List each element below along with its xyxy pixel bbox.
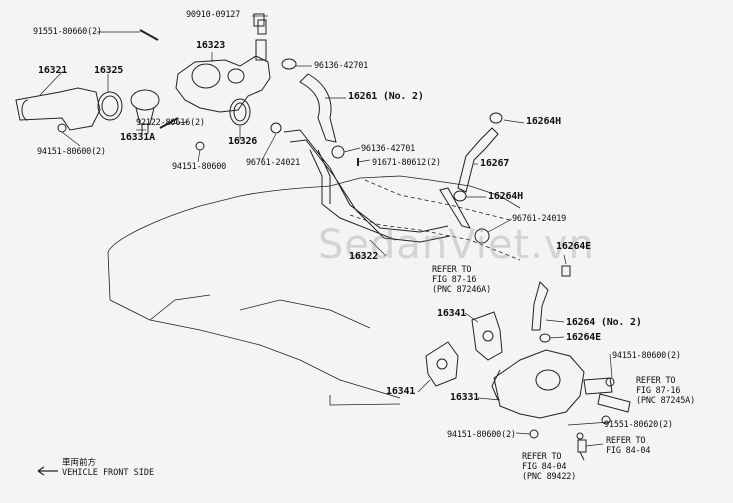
bolt-94151a: [57, 123, 67, 133]
pipe-branch: [439, 187, 471, 229]
part-label[interactable]: 91551-80620(2): [604, 420, 673, 430]
bolt-94151c: [605, 377, 615, 387]
engine-dashes: [349, 179, 521, 261]
clip-96136a: [281, 58, 297, 70]
part-label[interactable]: 16331: [450, 392, 480, 403]
clip-16264h2: [453, 190, 467, 202]
part-label[interactable]: 96761-24021: [246, 158, 301, 168]
outlet-pipe: [583, 377, 631, 413]
stud-92122: [159, 117, 179, 129]
part-label[interactable]: 91551-80660(2): [33, 27, 102, 37]
water-housing-16331: [491, 349, 585, 419]
thermostat: [130, 89, 160, 111]
engine-outline: [107, 175, 521, 406]
part-label[interactable]: 91671-80612(2): [372, 158, 441, 168]
housing-neck: [255, 19, 267, 61]
bolt-91551a: [139, 29, 159, 41]
part-label[interactable]: 16341: [386, 386, 416, 397]
part-label[interactable]: 16264 (No. 2): [566, 317, 642, 328]
oring-96761a: [270, 122, 282, 134]
clip-16264e1: [561, 265, 571, 277]
part-label[interactable]: 90910-09127: [186, 10, 241, 20]
part-label[interactable]: 94151-80600(2): [37, 147, 106, 157]
part-label[interactable]: 16264E: [556, 241, 591, 252]
part-label[interactable]: 16323: [196, 40, 226, 51]
clip-16264e2: [539, 333, 551, 343]
part-label[interactable]: 16331A: [120, 132, 155, 143]
vehicle-front-label: 車両前方 VEHICLE FRONT SIDE: [30, 458, 154, 478]
watermark: SedanViet.vn: [318, 222, 595, 268]
clip-16264h1: [489, 112, 503, 124]
part-label[interactable]: 94151-80600(2): [447, 430, 516, 440]
part-label[interactable]: 94151-80600(2): [612, 351, 681, 361]
bolt-94151d: [529, 429, 539, 439]
part-label[interactable]: 16341: [437, 308, 467, 319]
part-label[interactable]: 92122-80616(2): [136, 118, 205, 128]
part-label[interactable]: 16261 (No. 2): [348, 91, 424, 102]
part-label[interactable]: 16267: [480, 158, 510, 169]
front-arrow: [37, 466, 58, 476]
gasket-16341b: [425, 341, 459, 387]
part-label[interactable]: 16321: [38, 65, 68, 76]
oring-96761b: [474, 228, 490, 244]
sensor-89422: [577, 439, 587, 461]
gasket-16341a: [471, 311, 503, 361]
part-label[interactable]: 16264H: [526, 116, 561, 127]
part-label[interactable]: 96136-42701: [361, 144, 416, 154]
part-label[interactable]: 16325: [94, 65, 124, 76]
front-label-en: VEHICLE FRONT SIDE: [62, 468, 155, 478]
gasket-16325: [97, 91, 123, 121]
clip-96136b: [331, 145, 345, 159]
sensor-90910: [253, 13, 265, 27]
bolt-94151b: [195, 141, 205, 151]
part-label[interactable]: 16264H: [488, 191, 523, 202]
hose-16261: [299, 73, 337, 143]
part-label[interactable]: 16264E: [566, 332, 601, 343]
hose-16267: [457, 127, 499, 193]
part-label[interactable]: 16326: [228, 136, 258, 147]
part-label[interactable]: 16322: [349, 251, 379, 262]
part-label[interactable]: 94151-80600: [172, 162, 227, 172]
part-label[interactable]: 96761-24019: [512, 214, 567, 224]
water-outlet-housing: [175, 55, 271, 113]
gasket-16326: [229, 98, 251, 126]
hose-16264: [531, 281, 549, 331]
part-label[interactable]: 96136-42701: [314, 61, 369, 71]
bolt-91551b: [601, 415, 611, 425]
front-label-jp: 車両前方: [62, 458, 97, 468]
pipe-16322: [283, 129, 451, 243]
water-inlet: [15, 87, 101, 131]
